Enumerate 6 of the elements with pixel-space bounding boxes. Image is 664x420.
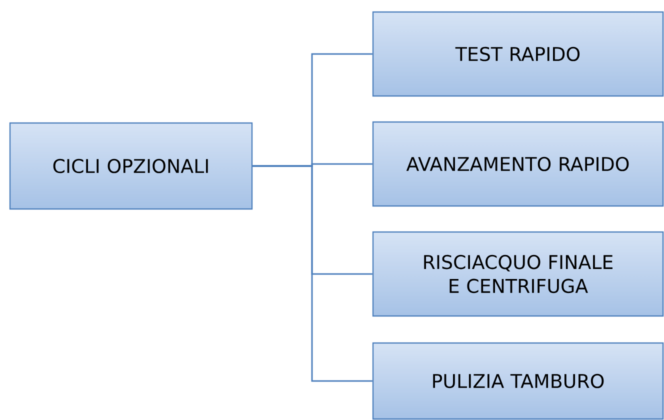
process-box: CICLI OPZIONALI xyxy=(9,122,253,210)
process-box: PULIZIA TAMBURO xyxy=(372,342,664,420)
connector xyxy=(252,165,372,382)
process-box: RISCIACQUO FINALE E CENTRIFUGA xyxy=(372,231,664,317)
process-box: AVANZAMENTO RAPIDO xyxy=(372,121,664,207)
process-box: TEST RAPIDO xyxy=(372,11,664,97)
